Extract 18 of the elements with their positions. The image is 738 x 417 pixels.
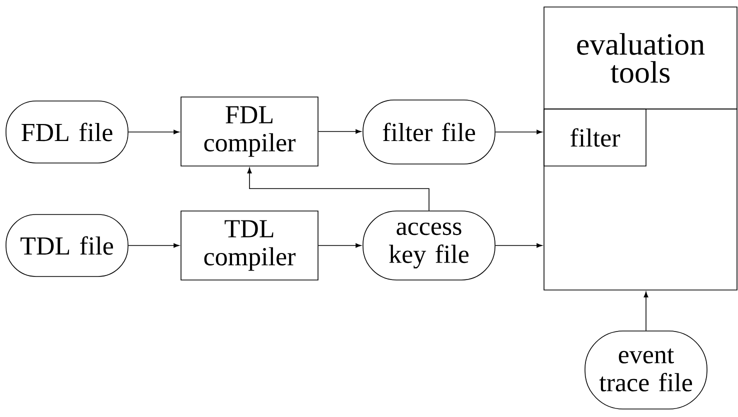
file-terminal: FDL file [6,100,128,164]
file-terminal: access key file [362,210,496,280]
file-terminal: filter file [362,100,496,164]
process-box: FDL compiler [180,96,318,166]
arrow [318,243,362,248]
process-box: evaluation tools [544,6,738,110]
process-box: TDL compiler [180,210,318,280]
file-terminal: event trace file [584,330,708,410]
arrow [495,243,542,248]
box [544,108,738,290]
process-box: filter [544,108,646,166]
arrow [128,130,180,134]
arrow [495,130,542,134]
file-terminal: TDL file [6,214,128,277]
arrow [128,243,180,248]
arrow [644,292,648,331]
arrow [318,129,362,134]
arrow [247,168,430,211]
